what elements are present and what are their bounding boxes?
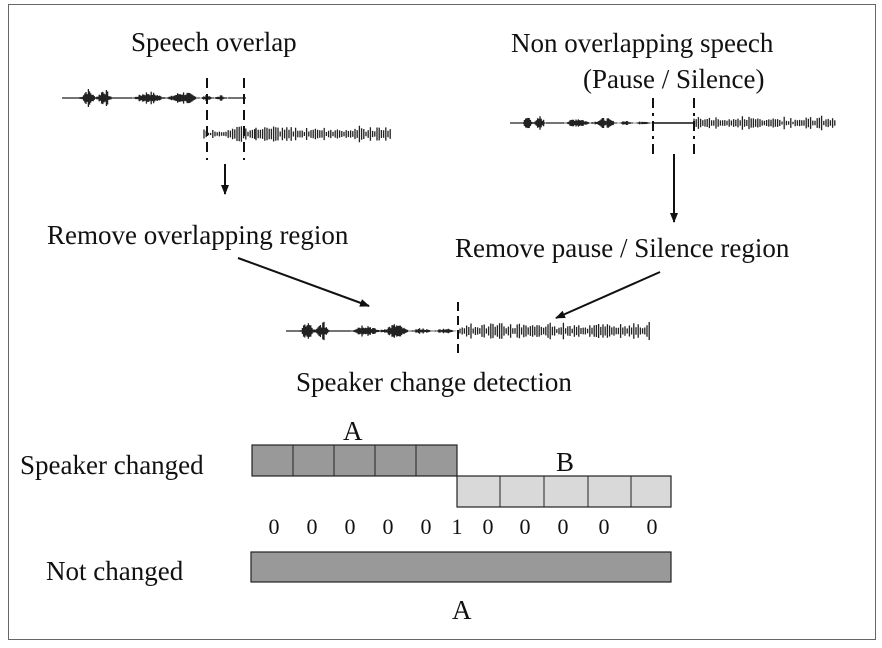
segment-bar-not-changed xyxy=(250,551,672,583)
binary-digit: 0 xyxy=(382,514,394,539)
arrow-overlap-to-result xyxy=(237,257,370,307)
speech-overlap-title: Speech overlap xyxy=(131,27,297,57)
binary-digit: 0 xyxy=(557,514,569,539)
binary-digit: 0 xyxy=(420,514,432,539)
non-overlap-subtitle: (Pause / Silence) xyxy=(583,64,765,94)
waveform-result xyxy=(286,321,650,341)
segment-b-label: B xyxy=(556,447,575,477)
binary-digit: 0 xyxy=(306,514,318,539)
binary-digit: 0 xyxy=(344,514,356,539)
binary-digit: 0 xyxy=(482,514,494,539)
waveform-speaker-a-overlap xyxy=(62,89,246,107)
segment-bar-a xyxy=(251,444,458,477)
waveform-with-pause xyxy=(510,115,836,131)
waveform-speaker-b-overlap xyxy=(203,125,391,143)
binary-digit: 0 xyxy=(598,514,610,539)
speaker-changed-label: Speaker changed xyxy=(20,450,204,480)
non-overlap-title: Non overlapping speech xyxy=(511,28,774,58)
not-changed-label: Not changed xyxy=(46,556,184,586)
binary-digit: 1 xyxy=(451,514,463,539)
not-changed-a-label: A xyxy=(452,595,472,625)
segment-a-label: A xyxy=(343,416,363,446)
arrow-pause-to-result xyxy=(555,271,661,319)
binary-digit: 0 xyxy=(519,514,531,539)
binary-digit: 0 xyxy=(646,514,658,539)
binary-digit: 0 xyxy=(268,514,280,539)
remove-overlap-label: Remove overlapping region xyxy=(47,220,349,250)
speaker-change-detection-label: Speaker change detection xyxy=(296,367,572,397)
remove-pause-label: Remove pause / Silence region xyxy=(455,233,790,263)
segment-bar-b xyxy=(456,475,672,508)
figure-frame xyxy=(8,4,876,640)
